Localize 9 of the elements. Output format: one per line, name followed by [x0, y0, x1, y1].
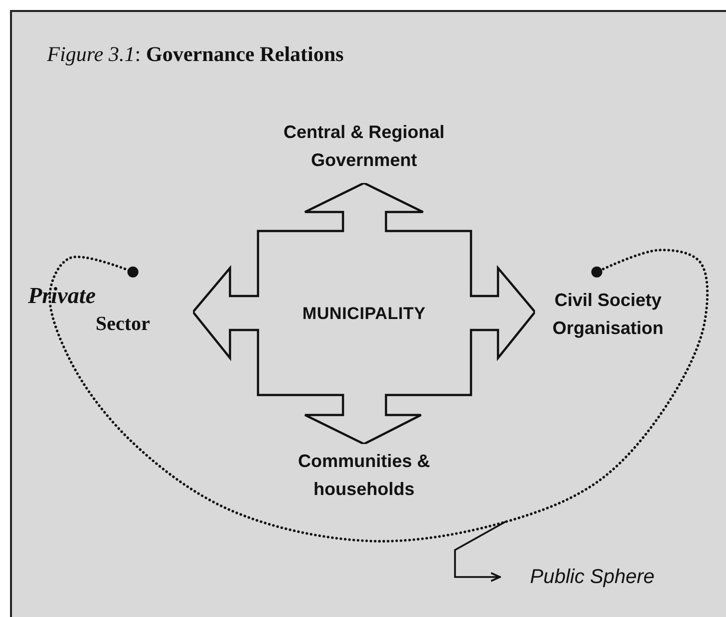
node-label: Private Sector: [28, 282, 150, 337]
figure-title: Figure 3.1: Governance Relations: [47, 42, 344, 67]
leader-arrow: [454, 521, 506, 582]
node-label: Communities & households: [296, 450, 431, 501]
node-label: Central & Regional Government: [282, 121, 446, 172]
node-label: MUNICIPALITY: [302, 302, 426, 324]
dotted-loop-connector: [48, 248, 709, 543]
node-label: Civil Society Organisation: [551, 289, 664, 340]
node-label: Public Sphere: [530, 565, 656, 590]
